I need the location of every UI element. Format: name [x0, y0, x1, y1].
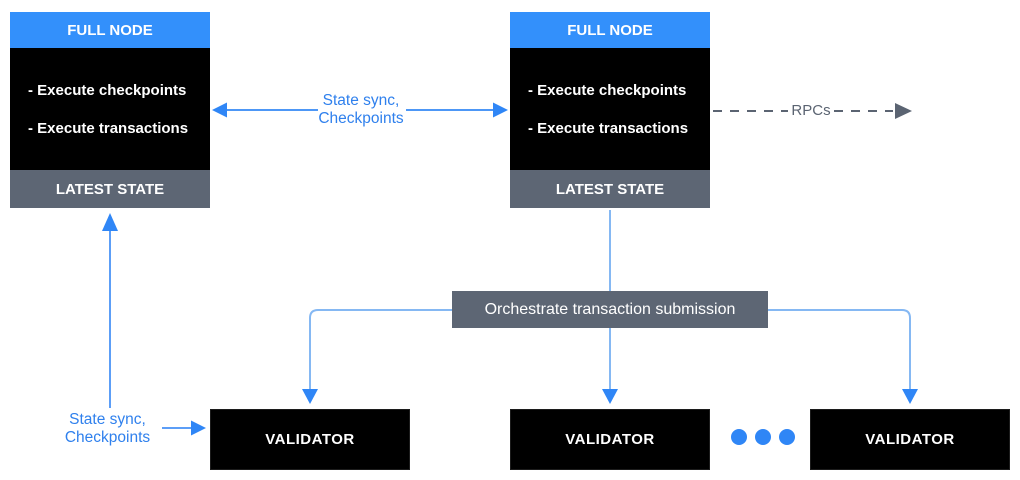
- validator-3: VALIDATOR: [810, 409, 1010, 470]
- state-sync-top-label-line1: State sync,: [322, 92, 400, 109]
- full-node-left-body: - Execute checkpoints - Execute transact…: [10, 48, 210, 170]
- orchestrate-box: Orchestrate transaction submission: [452, 291, 768, 328]
- ellipsis-dots: [731, 429, 795, 445]
- orchestrate-to-validator-1-arrow: [302, 309, 452, 404]
- validator-to-fullnode-up-arrow: [102, 213, 118, 408]
- orchestrate-to-validator-3-arrow: [768, 309, 918, 404]
- rpcs-dashed-arrow: [713, 103, 912, 119]
- rpcs-label: RPCs: [791, 102, 831, 119]
- full-node-left-header: FULL NODE: [10, 12, 210, 48]
- full-node-right-body: - Execute checkpoints - Execute transact…: [510, 48, 710, 170]
- full-node-left-item: - Execute checkpoints: [28, 81, 187, 99]
- full-node-left-footer: LATEST STATE: [10, 170, 210, 208]
- orchestrate-to-validator-2-arrow: [602, 328, 618, 404]
- validator-2: VALIDATOR: [510, 409, 710, 470]
- state-sync-top-label-line2: Checkpoints: [318, 110, 404, 127]
- state-sync-bottom-label-line1: State sync,: [69, 411, 146, 428]
- sync-double-arrow: [212, 102, 508, 118]
- full-node-right-item: - Execute checkpoints: [528, 81, 687, 99]
- state-sync-top-label: State sync, Checkpoints: [300, 92, 422, 128]
- full-node-left: FULL NODE - Execute checkpoints - Execut…: [10, 12, 210, 208]
- full-node-right-header: FULL NODE: [510, 12, 710, 48]
- full-node-right-footer: LATEST STATE: [510, 170, 710, 208]
- sync-label-to-validator-arrow: [162, 420, 206, 436]
- validator-1: VALIDATOR: [210, 409, 410, 470]
- state-sync-bottom-label-line2: Checkpoints: [64, 429, 151, 446]
- full-node-right-item: - Execute transactions: [528, 119, 689, 137]
- full-node-right: FULL NODE - Execute checkpoints - Execut…: [510, 12, 710, 208]
- state-sync-bottom-label: State sync, Checkpoints: [45, 411, 170, 447]
- full-node-left-item: - Execute transactions: [28, 119, 189, 137]
